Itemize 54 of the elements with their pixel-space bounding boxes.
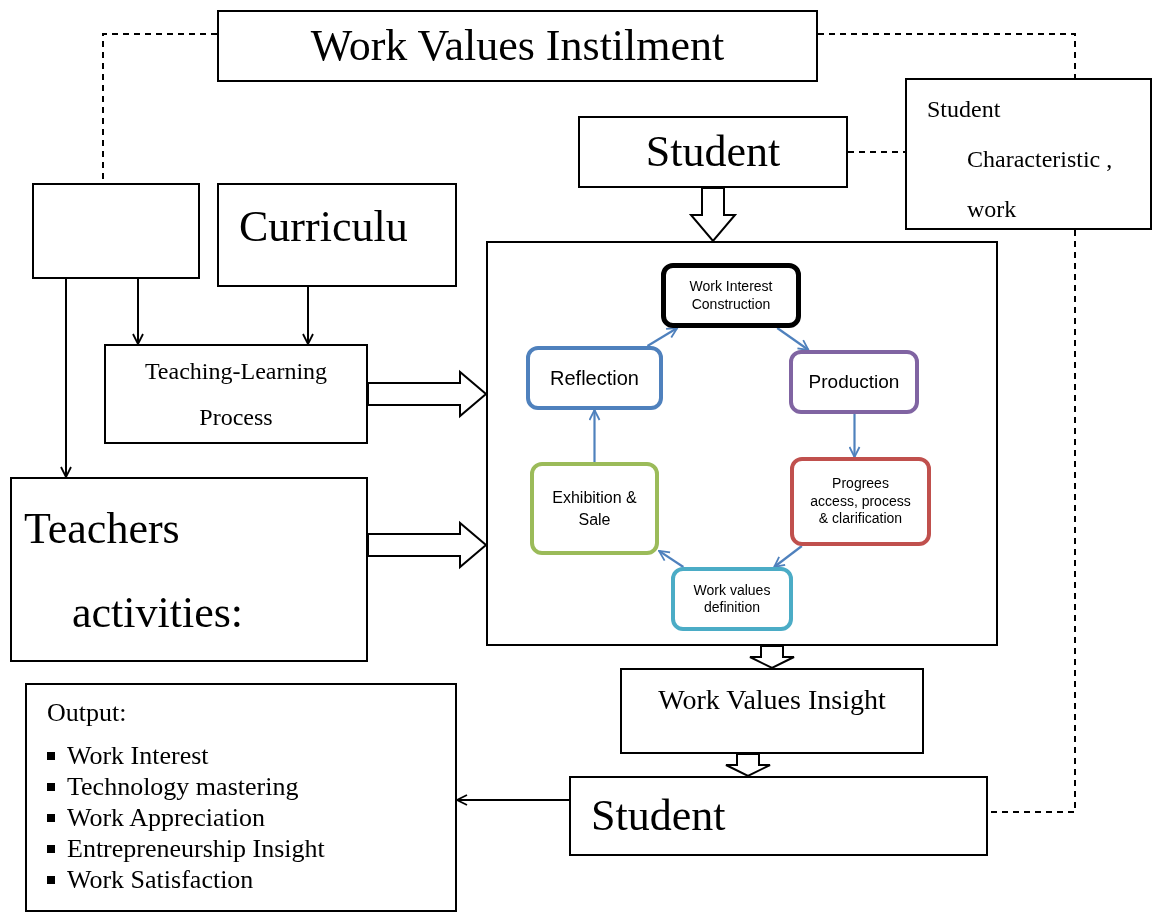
arrow bbox=[848, 414, 861, 458]
node-label: Production bbox=[808, 370, 900, 394]
block-arrow bbox=[688, 187, 738, 243]
arrow bbox=[776, 327, 810, 351]
node-label: Work Values Insight bbox=[658, 683, 886, 717]
title-box bbox=[217, 10, 818, 82]
process-box bbox=[217, 183, 457, 287]
list-item: Work Satisfaction bbox=[67, 864, 254, 895]
list-item: Work Appreciation bbox=[67, 802, 265, 833]
arrow bbox=[302, 286, 314, 345]
process-box bbox=[620, 668, 924, 754]
process-box bbox=[671, 567, 793, 631]
node-label: Teachers activities: bbox=[24, 503, 245, 639]
block-arrow bbox=[749, 645, 795, 670]
arrow bbox=[646, 327, 679, 347]
process-box bbox=[905, 78, 1152, 230]
node-label: Reflection bbox=[550, 365, 639, 391]
dashed-connector bbox=[817, 33, 1076, 79]
process-box bbox=[790, 457, 931, 546]
node-label: Exhibition & Sale bbox=[551, 487, 638, 530]
arrow bbox=[60, 278, 72, 478]
process-box bbox=[578, 116, 848, 188]
dashed-connector bbox=[847, 151, 906, 153]
process-box bbox=[104, 344, 368, 444]
empty-box bbox=[32, 183, 200, 279]
list-item: Technology mastering bbox=[67, 771, 299, 802]
arrow bbox=[773, 545, 803, 568]
arrow bbox=[588, 409, 601, 462]
list-heading: Output: bbox=[47, 697, 128, 728]
arrow bbox=[456, 794, 570, 806]
node-label: Work Values Instilment bbox=[310, 24, 725, 68]
node-label: Student Characteristic , work bbox=[927, 95, 1114, 224]
process-box bbox=[789, 350, 919, 414]
cycle-panel bbox=[486, 241, 998, 646]
node-label: Teaching-Learning Process bbox=[143, 357, 329, 432]
node-label: Curriculu bbox=[239, 201, 409, 253]
block-arrow bbox=[725, 753, 771, 778]
process-box bbox=[530, 462, 659, 555]
process-box bbox=[661, 263, 801, 328]
block-arrow bbox=[367, 369, 488, 419]
node-label: Student bbox=[645, 130, 781, 174]
node-label: Progrees access, process & clarification bbox=[809, 475, 912, 528]
node-label: Work Interest Construction bbox=[688, 278, 774, 313]
process-box bbox=[526, 346, 663, 410]
block-arrow bbox=[367, 520, 488, 570]
node-label: Student bbox=[591, 794, 726, 838]
list-item: Work Interest bbox=[67, 740, 209, 771]
node-label: Work values definition bbox=[692, 581, 772, 617]
arrow bbox=[658, 550, 684, 568]
list-item: Entrepreneurship Insight bbox=[67, 833, 325, 864]
process-box bbox=[569, 776, 988, 856]
process-box bbox=[10, 477, 368, 662]
output-box bbox=[25, 683, 457, 912]
arrow bbox=[132, 278, 144, 345]
